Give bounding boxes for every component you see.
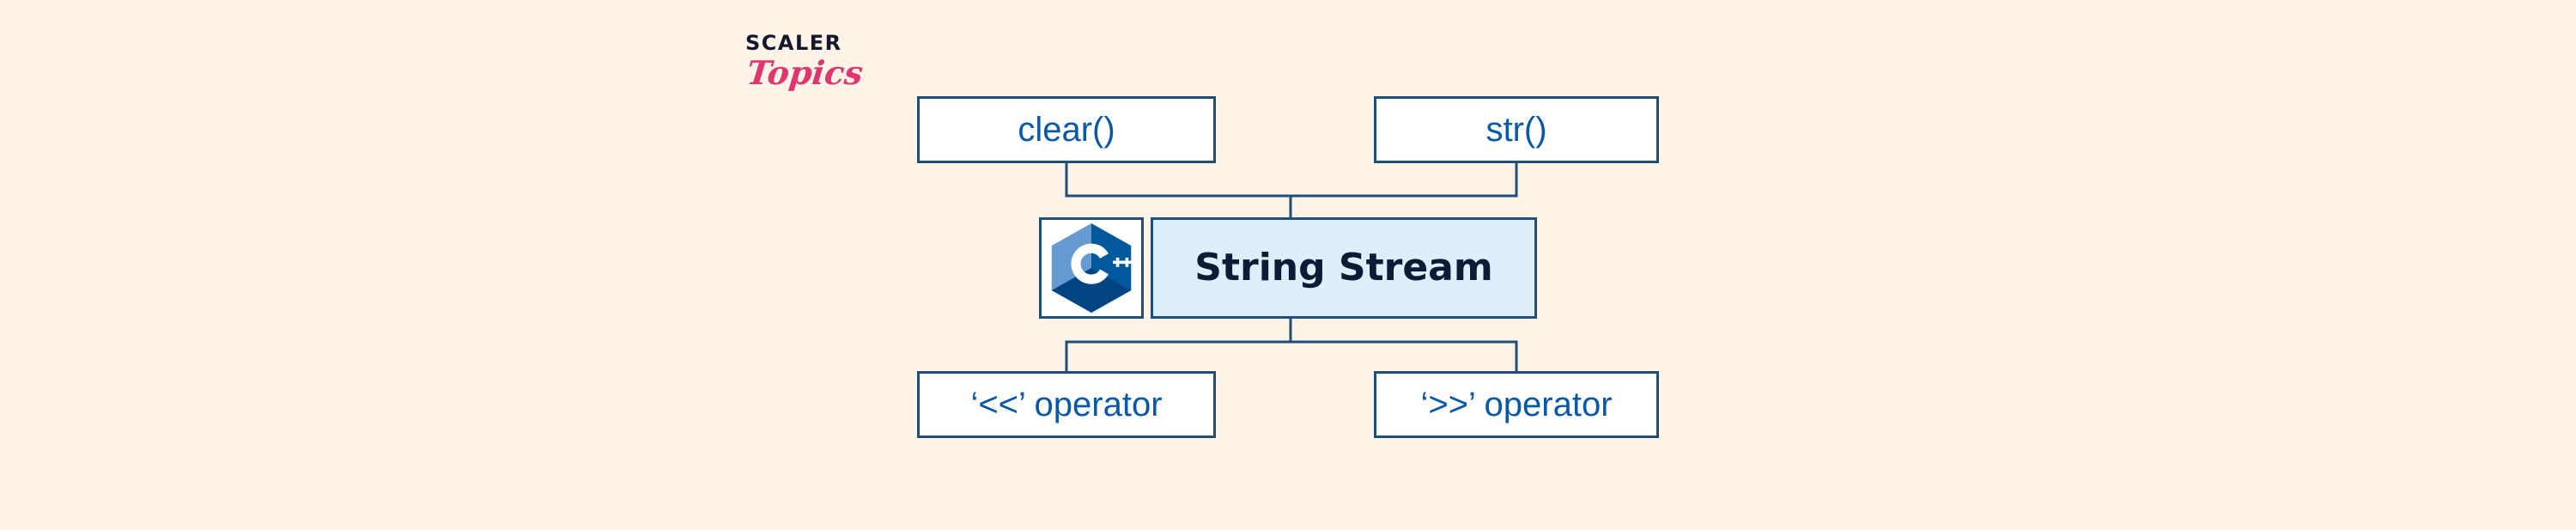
connector-center-to-extraction xyxy=(1291,340,1518,371)
node-insertion-operator[interactable]: ‘<<’ operator xyxy=(917,371,1216,438)
logo-topics-text: Topics xyxy=(744,53,866,92)
node-clear[interactable]: clear() xyxy=(917,96,1216,163)
scaler-topics-logo: SCALER Topics xyxy=(745,33,883,110)
connector-clear-to-center xyxy=(1065,163,1291,198)
node-extraction-operator-label: ‘>>’ operator xyxy=(1420,386,1613,423)
node-clear-label: clear() xyxy=(1018,111,1115,149)
connector-str-to-center xyxy=(1291,163,1518,198)
node-string-stream-label: String Stream xyxy=(1194,246,1493,289)
node-string-stream[interactable]: String Stream xyxy=(1151,217,1537,319)
node-str[interactable]: str() xyxy=(1374,96,1659,163)
connector-center-to-insertion xyxy=(1065,340,1291,371)
node-str-label: str() xyxy=(1485,111,1547,149)
cpp-logo-box xyxy=(1039,217,1144,319)
node-extraction-operator[interactable]: ‘>>’ operator xyxy=(1374,371,1659,438)
node-insertion-operator-label: ‘<<’ operator xyxy=(970,386,1163,423)
logo-scaler-text: SCALER xyxy=(745,31,842,55)
cpp-logo-icon xyxy=(1051,223,1132,313)
